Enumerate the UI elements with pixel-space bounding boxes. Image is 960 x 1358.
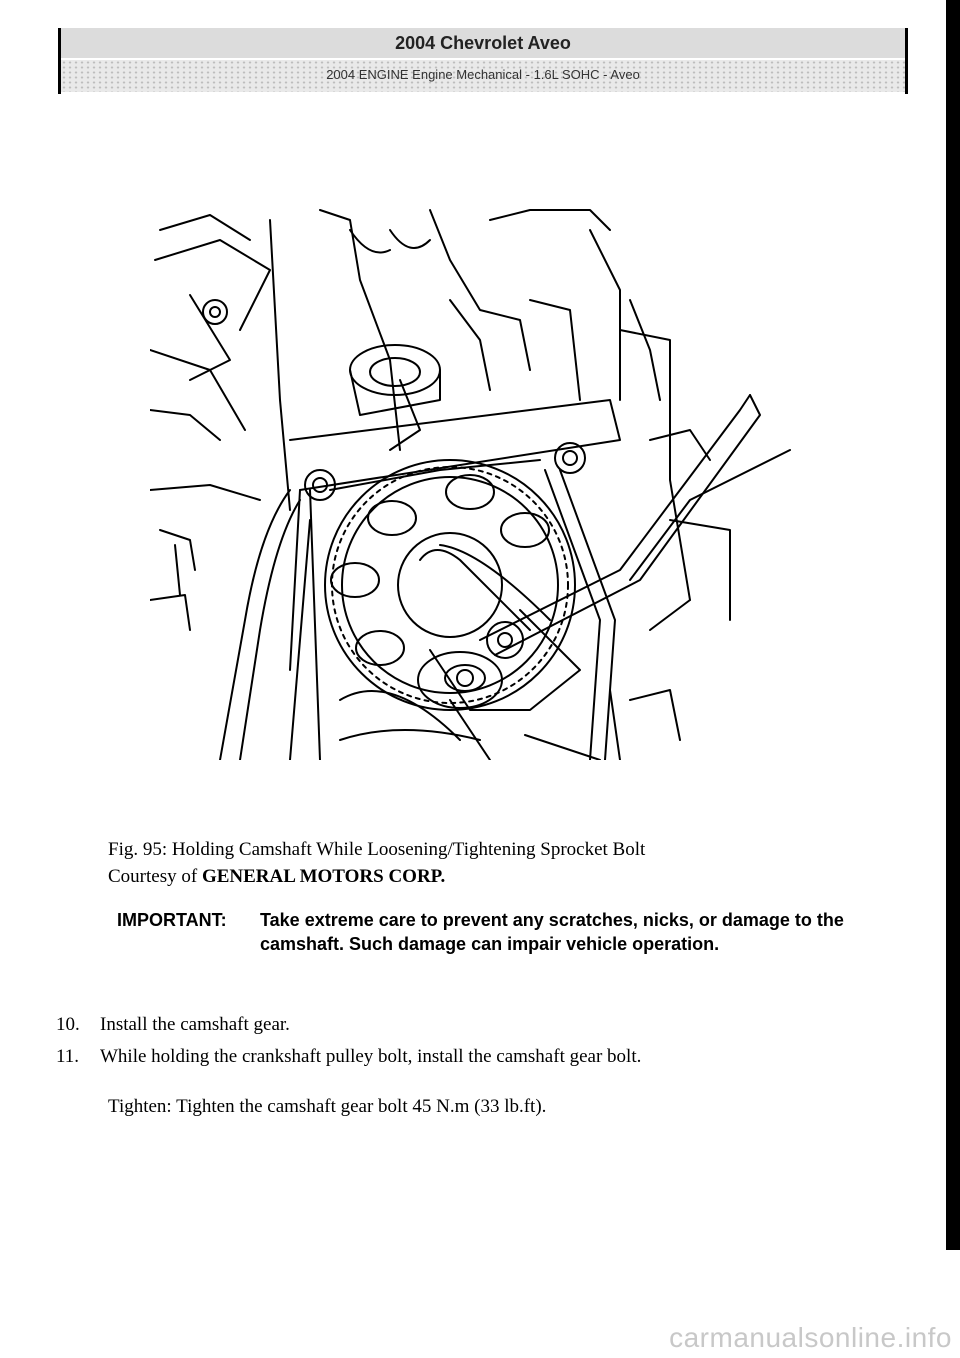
figure-caption-block: Fig. 95: Holding Camshaft While Loosenin… [108,836,645,890]
important-text: Take extreme care to prevent any scratch… [260,910,844,954]
tighten-text: Tighten the camshaft gear bolt 45 N.m (3… [176,1096,547,1117]
procedure-step: 10. Install the camshaft gear. [56,1014,290,1036]
courtesy-prefix: Courtesy of [108,866,202,887]
step-number: 10. [56,1014,80,1035]
header-title: 2004 Chevrolet Aveo [61,28,905,58]
document-header: 2004 Chevrolet Aveo 2004 ENGINE Engine M… [58,28,908,94]
figure-caption: Fig. 95: Holding Camshaft While Loosenin… [108,839,646,860]
figure-courtesy: Courtesy of GENERAL MOTORS CORP. [108,863,645,890]
step-text: While holding the crankshaft pulley bolt… [100,1046,642,1067]
site-watermark: carmanualsonline.info [669,1322,952,1353]
torque-spec: Tighten: Tighten the camshaft gear bolt … [108,1096,546,1118]
courtesy-org: GENERAL MOTORS CORP. [201,866,446,887]
header-subtitle: 2004 ENGINE Engine Mechanical - 1.6L SOH… [61,60,905,92]
page-edge-bar [946,0,960,1250]
step-text: Install the camshaft gear. [100,1014,290,1035]
important-label: IMPORTANT: [117,910,227,930]
tighten-label: Tighten: [108,1096,172,1117]
camshaft-illustration [150,200,800,760]
step-number: 11. [56,1046,80,1067]
procedure-step: 11. While holding the crankshaft pulley b… [56,1046,641,1068]
